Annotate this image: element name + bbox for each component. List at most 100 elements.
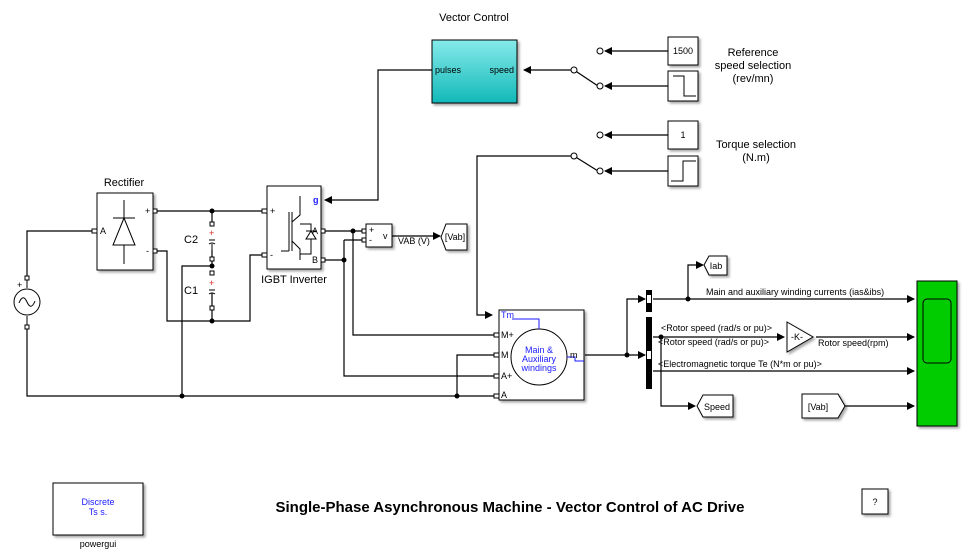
signal-label-currents: Main and auxiliary winding currents (ias… (706, 287, 884, 297)
igbt-port-minus-box (261, 252, 268, 258)
c2-plate-bottom (208, 242, 216, 245)
machine-port-tm: Tm (501, 310, 514, 320)
c1-plate-bottom (208, 292, 216, 295)
machine-label-3: windings (520, 363, 557, 373)
gain-body[interactable] (786, 321, 815, 353)
voltage-measurement-block[interactable]: + - v VAB (V) (361, 223, 430, 248)
voltmeter-port-minus-box (361, 237, 367, 243)
capacitor-c1[interactable]: + C1 (184, 270, 216, 311)
torque-label: Torque selection (N.m) (716, 139, 796, 164)
vector-control-name: Vector Control (439, 12, 509, 24)
constant-1500-value: 1500 (673, 46, 693, 56)
reference-speed-constant[interactable]: 1500 (667, 36, 699, 66)
wire-midpoint[interactable] (181, 265, 212, 396)
wire-m-to-demux1[interactable] (626, 295, 646, 355)
torque-label-1: Torque selection (716, 139, 796, 151)
torque-step[interactable] (667, 155, 699, 187)
machine-port-mplus-box (493, 332, 500, 338)
igbt-port-plus: + (270, 206, 275, 216)
constant-1500-body[interactable] (667, 36, 699, 66)
switch-speed-in2 (596, 82, 604, 90)
scope-screen-icon (922, 298, 952, 364)
igbt-port-g: g (313, 195, 319, 205)
vector-control-block[interactable]: Vector Control pulses speed (431, 12, 518, 104)
wire-dc-minus[interactable] (156, 250, 262, 322)
wire-source-return[interactable] (26, 328, 495, 397)
goto-speed-tag: Speed (704, 402, 730, 412)
goto-speed-body[interactable] (696, 394, 734, 418)
c2-plus-sign: + (209, 228, 214, 238)
diode-icon (112, 216, 136, 246)
machine-port-m-box (493, 352, 500, 358)
rectifier-port-minus-box (152, 248, 158, 254)
machine-label-2: Auxiliary (522, 354, 557, 364)
reference-speed-step[interactable] (667, 70, 699, 102)
torque-label-2: (N.m) (742, 152, 770, 164)
switch-torque-in1 (596, 131, 604, 139)
capacitor-c2[interactable]: + C2 (184, 221, 216, 262)
from-vab-tag: [Vab] (808, 402, 828, 412)
vector-control-port-pulses: pulses (435, 65, 462, 75)
powergui-name: powergui (80, 539, 117, 549)
rectifier-port-a: A (100, 226, 106, 236)
wire-pulses-to-g[interactable] (324, 69, 432, 204)
switch-torque-lever[interactable] (573, 155, 599, 172)
bus-selector-2-port (647, 351, 651, 359)
signal-label-rotor-speed-1: <Rotor speed (rad/s or pu)> (661, 323, 772, 333)
wire-a-to-mplus[interactable] (352, 231, 495, 336)
bus-selector-2[interactable] (646, 317, 652, 389)
rectifier-block[interactable]: Rectifier A + - (91, 177, 158, 271)
rectifier-port-minus: - (146, 246, 149, 256)
reference-speed-label: Reference speed selection (rev/mn) (715, 47, 791, 85)
from-vab-block[interactable]: [Vab] (801, 393, 846, 419)
igbt-inverter-block[interactable]: + - g A B IGBT Inverter (261, 185, 327, 286)
goto-vab-block[interactable]: [Vab] (440, 223, 468, 251)
bus-selector-1[interactable] (646, 290, 652, 312)
switch-speed-lever[interactable] (573, 69, 599, 87)
ac-voltage-source[interactable]: + (13, 275, 41, 330)
gain-label: -K- (791, 332, 803, 342)
powergui-body[interactable] (52, 482, 144, 536)
from-vab-body[interactable] (801, 393, 846, 419)
wire-m-to-a[interactable] (456, 354, 495, 396)
signal-label-vab: VAB (V) (398, 236, 430, 246)
vector-control-body[interactable] (431, 39, 518, 104)
wire-torque-to-tm[interactable] (476, 155, 571, 319)
help-button-label: ? (872, 497, 877, 507)
scope-block[interactable] (916, 280, 958, 427)
gain-block[interactable]: -K- (786, 321, 815, 353)
igbt-inverter-body[interactable] (266, 185, 322, 270)
voltmeter-port-plus-box (361, 228, 367, 234)
single-phase-machine-block[interactable]: Tm M+ M A+ A m Main & Auxiliary windings (493, 309, 585, 401)
model-title: Single-Phase Asynchronous Machine - Vect… (276, 499, 745, 516)
goto-speed-block[interactable]: Speed (696, 394, 734, 418)
switch-speed-pivot (570, 66, 578, 74)
bus-selector-1-port (647, 295, 651, 303)
goto-iab-body[interactable] (703, 255, 728, 276)
wire-to-iab[interactable] (687, 261, 704, 299)
c1-plus-sign: + (209, 278, 214, 288)
powergui-line-2: Ts s. (89, 507, 108, 517)
machine-port-m-out: m (570, 350, 578, 360)
help-button[interactable]: ? (861, 488, 889, 515)
powergui-line-1: Discrete (81, 497, 114, 507)
constant-1-value: 1 (680, 130, 685, 140)
ref-speed-label-1: Reference (728, 47, 779, 59)
wire-b-to-aplus[interactable] (324, 259, 495, 377)
source-port-plus (24, 275, 30, 281)
scope-body[interactable] (916, 280, 958, 427)
machine-tm-link (512, 318, 540, 329)
c2-label: C2 (184, 234, 198, 246)
help-button-body[interactable] (861, 488, 889, 515)
machine-port-mplus: M+ (501, 330, 514, 340)
torque-constant[interactable]: 1 (667, 120, 699, 150)
goto-iab-block[interactable]: Iab (703, 255, 728, 276)
wire-to-speed-goto[interactable] (660, 337, 696, 410)
igbt-port-plus-box (261, 208, 268, 214)
c2-port-bottom (209, 256, 215, 262)
voltmeter-body[interactable] (365, 223, 393, 248)
goto-vab-body[interactable] (440, 223, 468, 251)
wire-source-to-rect[interactable] (26, 230, 92, 277)
powergui-block[interactable]: Discrete Ts s. powergui (52, 482, 144, 549)
constant-1-body[interactable] (667, 120, 699, 150)
